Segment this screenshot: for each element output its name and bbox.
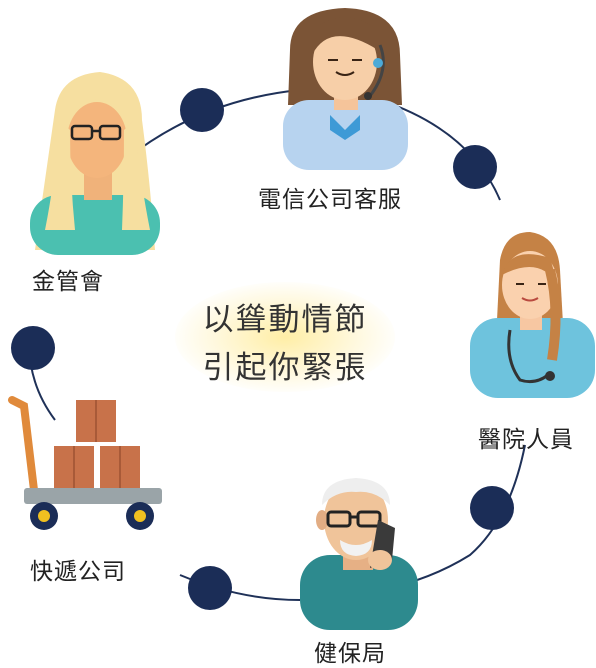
connector-dot	[453, 145, 497, 189]
center-line-1: 以聳動情節	[202, 302, 368, 338]
connector-dot	[180, 88, 224, 132]
hospital-staff-icon	[470, 232, 595, 398]
label-telecom: 電信公司客服	[258, 187, 402, 213]
center-highlight	[175, 282, 395, 392]
connector-dot	[11, 326, 55, 370]
label-courier: 快遞公司	[30, 559, 126, 585]
label-hospital: 醫院人員	[478, 427, 574, 453]
center-line-2: 引起你緊張	[202, 350, 368, 386]
connector-dot	[188, 566, 232, 610]
nhi-elderly-caller-icon	[300, 478, 418, 630]
center-message: 以聳動情節 引起你緊張	[185, 296, 385, 392]
label-nhi: 健保局	[314, 641, 386, 667]
label-fsc: 金管會	[32, 269, 104, 295]
telecom-agent-icon	[283, 8, 408, 170]
connector-dot	[470, 486, 514, 530]
connector-dots	[11, 88, 514, 610]
courier-cart-icon	[8, 396, 162, 530]
fsc-official-icon	[30, 72, 160, 255]
